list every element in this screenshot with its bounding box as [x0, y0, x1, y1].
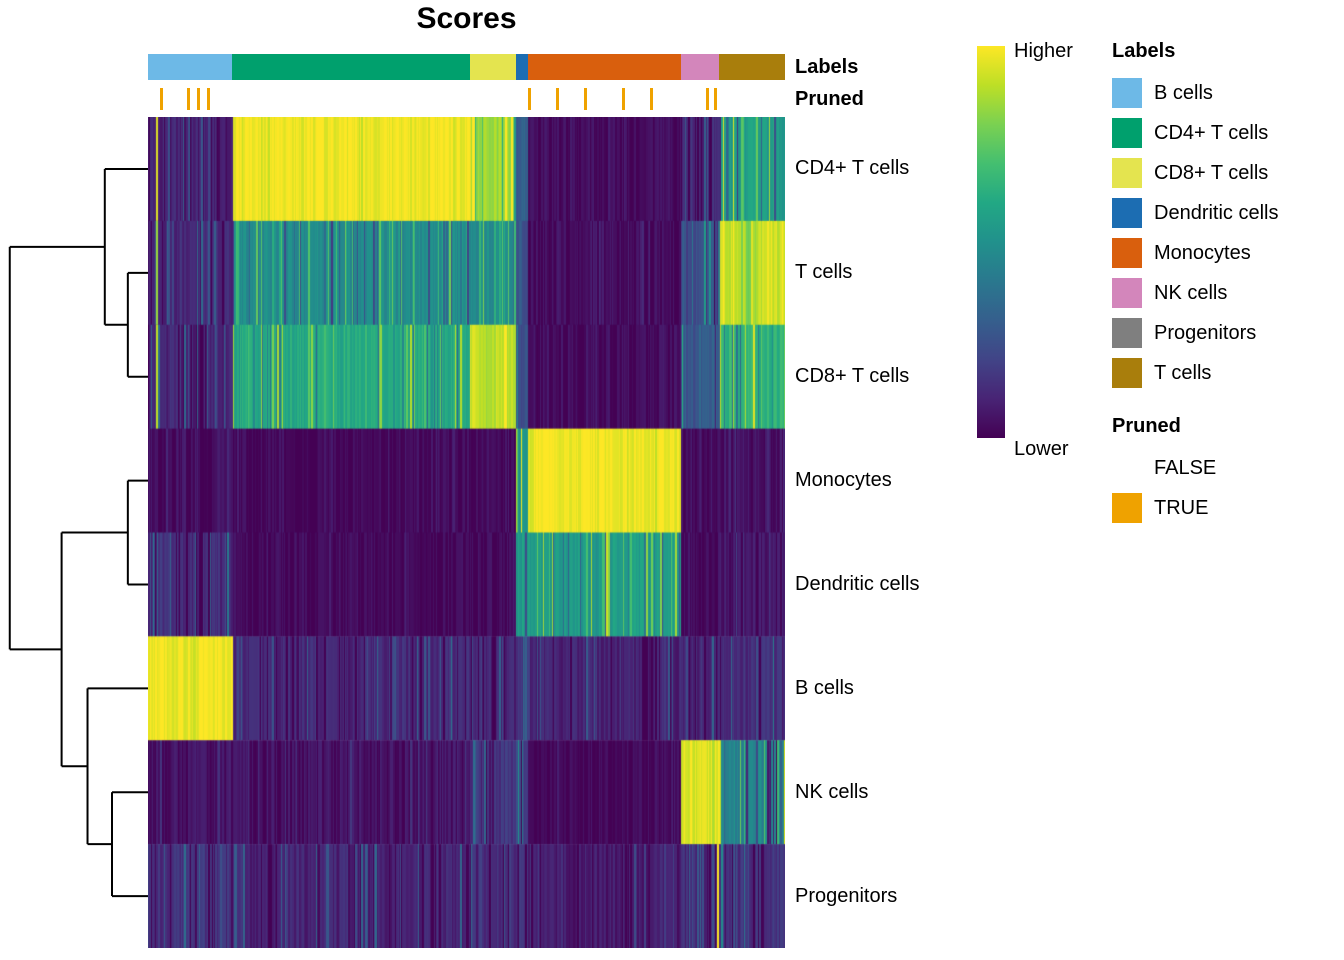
legend-color-swatch — [1112, 453, 1142, 483]
heatmap-row-label: Monocytes — [795, 469, 892, 492]
label-annotation-segment — [680, 54, 719, 80]
legend-item-label: CD8+ T cells — [1154, 161, 1269, 184]
pruned-tick — [555, 88, 559, 110]
label-annotation-segment — [516, 54, 529, 80]
legend-color-swatch — [1112, 238, 1142, 268]
legend-color-swatch — [1112, 198, 1142, 228]
pruned-tick — [713, 88, 717, 110]
column-annotation-labels-bar — [148, 54, 785, 80]
pruned-tick — [583, 88, 587, 110]
legend-item-label: Progenitors — [1154, 321, 1257, 344]
heatmap-row-label: CD8+ T cells — [795, 365, 910, 388]
heatmap-matrix — [148, 117, 785, 948]
chart-title: Scores — [416, 2, 517, 35]
legend-pruned-title: Pruned — [1112, 415, 1181, 437]
colorbar-low-label: Lower — [1014, 438, 1069, 460]
label-annotation-segment — [528, 54, 681, 80]
pruned-tick — [621, 88, 625, 110]
legend-item: FALSE — [1112, 448, 1344, 488]
legend-pruned-items: FALSE TRUE — [1112, 448, 1344, 528]
pruned-tick — [706, 88, 709, 110]
legend-color-swatch — [1112, 318, 1142, 348]
annotation-title-labels: Labels — [795, 56, 859, 78]
heatmap-row-label: Dendritic cells — [795, 572, 920, 595]
row-dendrogram — [8, 167, 148, 898]
pruned-tick — [649, 88, 653, 110]
heatmap-row-label: B cells — [795, 676, 854, 699]
heatmap-row-label: T cells — [795, 261, 853, 284]
legend-item: NK cells — [1112, 273, 1344, 313]
pruned-tick — [528, 88, 532, 110]
label-annotation-segment — [148, 54, 233, 80]
legend-color-swatch — [1112, 118, 1142, 148]
colorbar-high-label: Higher — [1014, 40, 1073, 62]
heatmap-row-label: CD4+ T cells — [795, 157, 910, 180]
label-annotation-segment — [232, 54, 471, 80]
pruned-tick — [186, 88, 190, 110]
legend-color-swatch — [1112, 278, 1142, 308]
legend-item-label: Dendritic cells — [1154, 201, 1279, 224]
label-annotation-segment — [470, 54, 517, 80]
legend-item: Progenitors — [1112, 313, 1344, 353]
heatmap-row-label: Progenitors — [795, 884, 898, 907]
label-annotation-segment — [718, 54, 785, 80]
legend-item-label: NK cells — [1154, 281, 1228, 304]
legend-item: T cells — [1112, 353, 1344, 393]
legend-color-swatch — [1112, 358, 1142, 388]
legend-item-label: FALSE — [1154, 456, 1217, 479]
pruned-tick — [197, 88, 201, 110]
legend-item-label: CD4+ T cells — [1154, 121, 1269, 144]
annotation-title-pruned: Pruned — [795, 88, 864, 110]
legend-labels-title: Labels — [1112, 40, 1176, 62]
heatmap-row-label: NK cells — [795, 780, 869, 803]
legend-item: Monocytes — [1112, 233, 1344, 273]
legend-item: CD4+ T cells — [1112, 113, 1344, 153]
legend-item-label: TRUE — [1154, 496, 1209, 519]
pruned-tick — [207, 88, 211, 110]
legend-item: Dendritic cells — [1112, 193, 1344, 233]
legend-item: CD8+ T cells — [1112, 153, 1344, 193]
legend-item: TRUE — [1112, 488, 1344, 528]
legend-color-swatch — [1112, 158, 1142, 188]
legend-item: B cells — [1112, 73, 1344, 113]
column-annotation-pruned-bar — [148, 86, 785, 112]
legend-color-swatch — [1112, 493, 1142, 523]
colorbar-gradient — [977, 46, 1005, 438]
legend-item-label: B cells — [1154, 81, 1213, 104]
pruned-tick — [160, 88, 164, 110]
legend-color-swatch — [1112, 78, 1142, 108]
legend-item-label: T cells — [1154, 361, 1212, 384]
legend-item-label: Monocytes — [1154, 241, 1251, 264]
